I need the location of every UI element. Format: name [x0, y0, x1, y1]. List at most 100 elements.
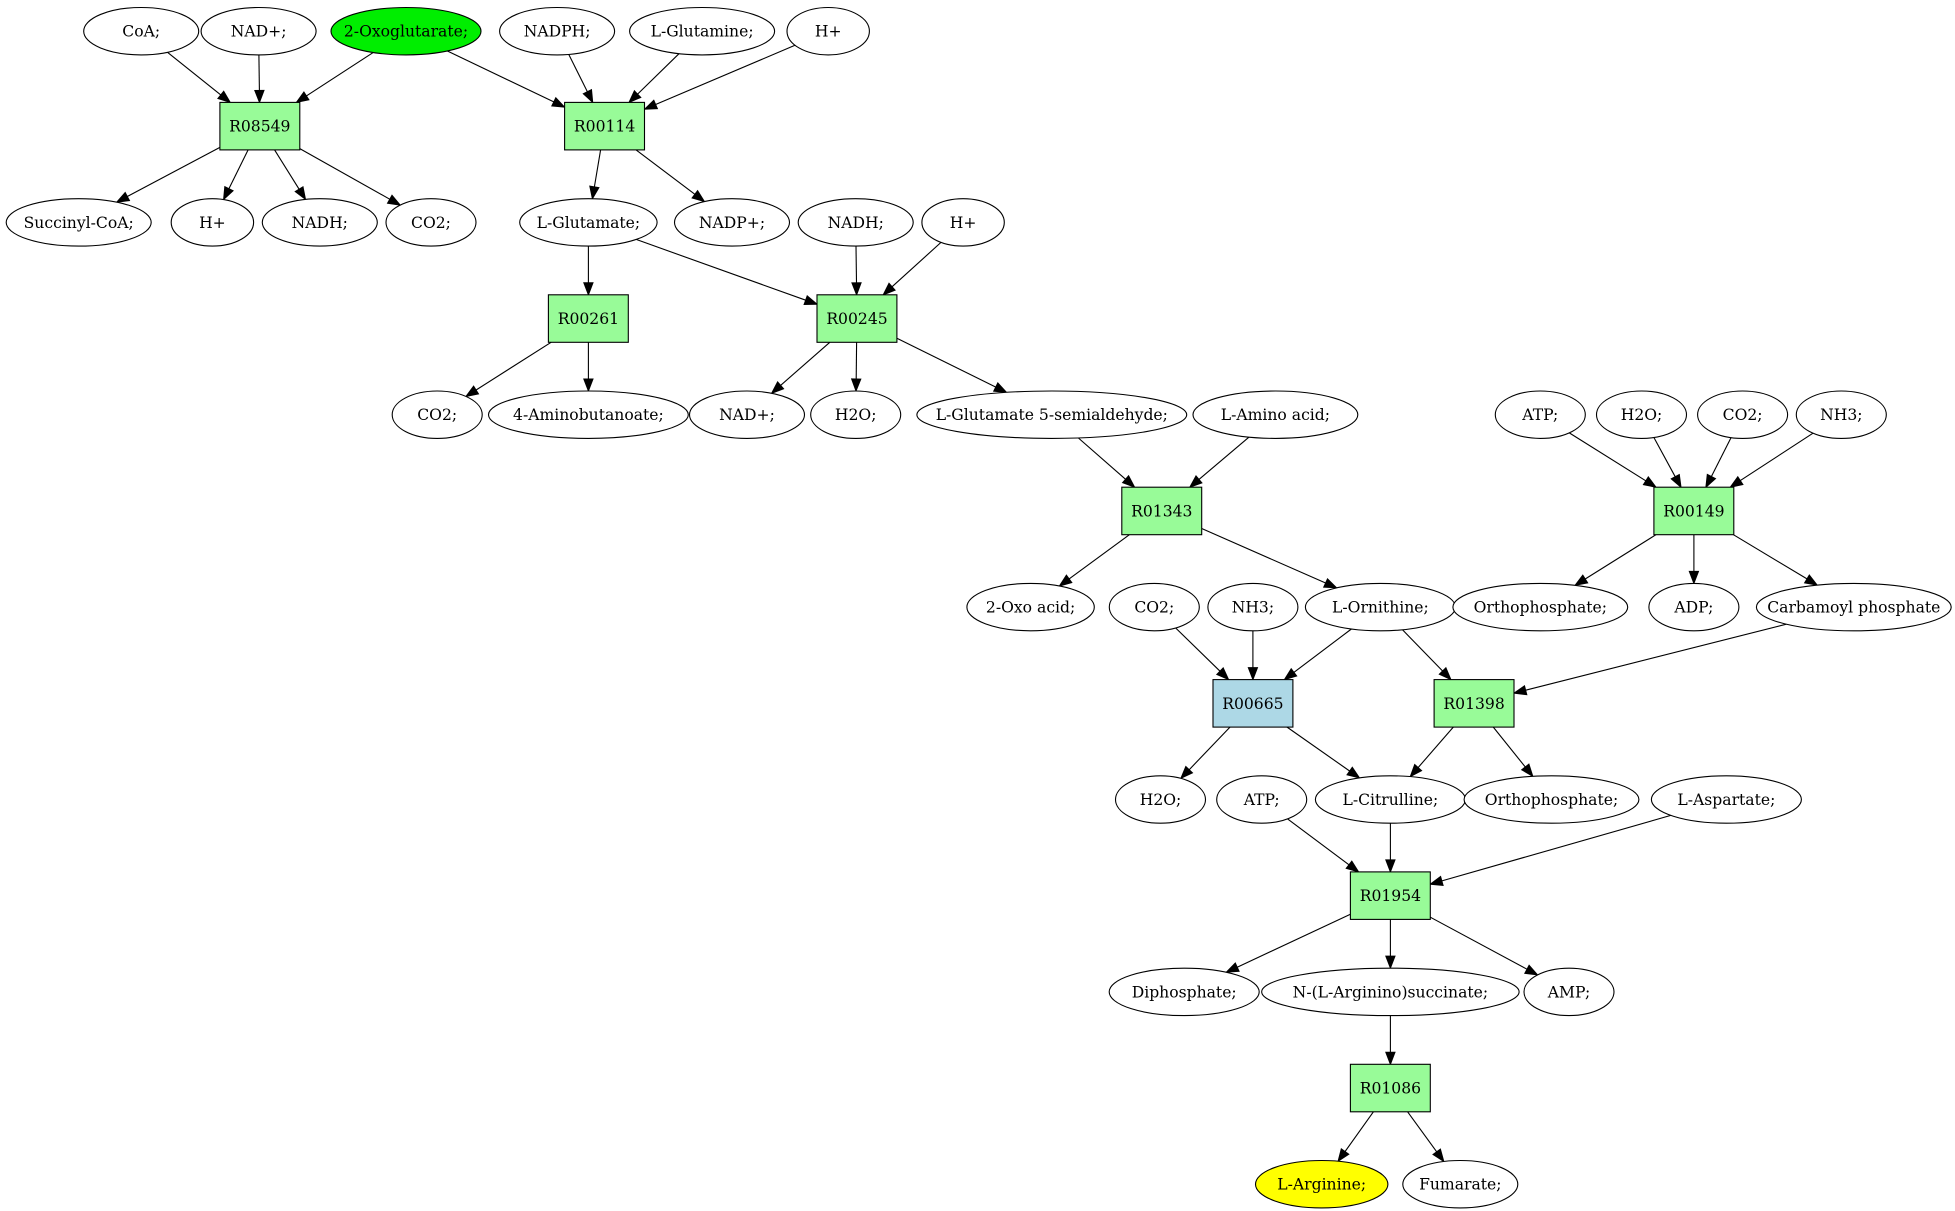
reaction-node-r00245[interactable]: R00245 — [816, 294, 898, 343]
edge-line — [1417, 726, 1454, 768]
metabolite-node-pi1[interactable]: Orthophosphate; — [1452, 582, 1629, 632]
metabolite-node-co2d[interactable]: CO2; — [1108, 582, 1200, 632]
edge-line — [891, 241, 942, 288]
metabolite-node-coa[interactable]: CoA; — [83, 6, 200, 56]
arrowhead — [1438, 666, 1452, 681]
metabolite-node-h3[interactable]: H+ — [921, 198, 1005, 247]
edge-m_co2d-r00665 — [1175, 627, 1230, 681]
edge-line — [1344, 1111, 1374, 1152]
metabolite-node-arg[interactable]: L-Arginine; — [1254, 1159, 1389, 1209]
metabolite-ellipse — [391, 390, 483, 439]
metabolite-node-nadh1[interactable]: NADH; — [261, 198, 378, 247]
metabolite-node-nad2[interactable]: NAD+; — [688, 390, 806, 439]
metabolite-node-h1[interactable]: H+ — [786, 6, 870, 56]
metabolite-node-asp[interactable]: L-Aspartate; — [1650, 775, 1802, 824]
metabolite-node-h2oc[interactable]: H2O; — [1114, 775, 1207, 824]
metabolite-node-co2c[interactable]: CO2; — [1697, 390, 1789, 439]
metabolite-node-argsucc[interactable]: N-(L-Arginino)succinate; — [1261, 967, 1520, 1017]
edge-m_carb-r01398 — [1512, 623, 1787, 696]
metabolite-node-nadph[interactable]: NADPH; — [499, 6, 616, 56]
reaction-node-r01086[interactable]: R01086 — [1349, 1063, 1431, 1113]
metabolite-ellipse — [200, 6, 317, 56]
edge-m_atp2-r01954 — [1287, 818, 1360, 873]
edge-line — [1236, 913, 1351, 968]
metabolite-node-h2[interactable]: H+ — [170, 198, 255, 247]
arrowhead — [643, 99, 659, 110]
metabolite-ellipse — [1108, 967, 1260, 1017]
arrowhead — [1520, 763, 1534, 778]
metabolite-node-co2a[interactable]: CO2; — [385, 198, 477, 247]
edge-line — [167, 51, 222, 96]
metabolite-ellipse — [1254, 1159, 1389, 1209]
metabolite-node-h2oa[interactable]: H2O; — [810, 390, 902, 439]
arrowhead — [770, 381, 785, 395]
edge-r00665-m_h2oc — [1179, 726, 1231, 780]
arrowhead — [295, 91, 310, 104]
reaction-node-r01343[interactable]: R01343 — [1121, 486, 1203, 536]
metabolite-node-nh3a[interactable]: NH3; — [1795, 390, 1887, 439]
reaction-box — [1121, 486, 1203, 536]
metabolite-node-pi2[interactable]: Orthophosphate; — [1463, 775, 1640, 824]
metabolite-label: NH3; — [1820, 406, 1862, 424]
metabolite-ellipse — [921, 198, 1005, 247]
arrowhead — [551, 96, 566, 108]
metabolite-label: 2-Oxoglutarate; — [344, 23, 468, 41]
metabolite-node-glu[interactable]: L-Glutamate; — [519, 198, 658, 247]
metabolite-label: CO2; — [417, 406, 457, 424]
metabolite-node-gsa[interactable]: L-Glutamate 5-semialdehyde; — [916, 390, 1188, 439]
edge-m_nad1-r08549 — [254, 54, 265, 104]
reaction-node-r01398[interactable]: R01398 — [1433, 679, 1515, 728]
metabolite-ellipse — [499, 6, 616, 56]
metabolite-label: L-Aspartate; — [1677, 791, 1775, 809]
reaction-box — [1349, 1063, 1431, 1113]
metabolite-node-aa[interactable]: L-Amino acid; — [1192, 390, 1359, 439]
edge-r01343-m_oxoacid — [1058, 534, 1130, 587]
metabolite-node-ppi[interactable]: Diphosphate; — [1108, 967, 1260, 1017]
metabolite-node-amp[interactable]: AMP; — [1523, 967, 1615, 1017]
metabolite-node-orn[interactable]: L-Ornithine; — [1304, 582, 1456, 632]
metabolite-node-atp2[interactable]: ATP; — [1216, 775, 1308, 824]
metabolite-node-co2b[interactable]: CO2; — [391, 390, 483, 439]
reaction-label: R01954 — [1360, 887, 1421, 905]
metabolite-node-nad1[interactable]: NAD+; — [200, 6, 317, 56]
metabolite-ellipse — [797, 198, 914, 247]
edge-r00665-m_cit — [1286, 726, 1361, 779]
metabolite-label: Fumarate; — [1419, 1176, 1501, 1194]
reaction-box — [564, 101, 646, 151]
edge-m_co2c-r00149 — [1705, 437, 1732, 489]
arrowhead — [882, 282, 896, 296]
metabolite-ellipse — [1697, 390, 1789, 439]
reaction-node-r01954[interactable]: R01954 — [1349, 871, 1431, 920]
edge-m_gln-r00114 — [627, 53, 680, 104]
metabolite-node-cit[interactable]: L-Citrulline; — [1314, 775, 1466, 824]
metabolite-node-nh3b[interactable]: NH3; — [1207, 582, 1299, 632]
metabolite-node-oxo[interactable]: 2-Oxoglutarate; — [330, 6, 482, 56]
reaction-node-r00261[interactable]: R00261 — [547, 294, 629, 343]
edge-m_glu-r00245 — [635, 238, 819, 306]
metabolite-node-adp[interactable]: ADP; — [1648, 582, 1740, 632]
metabolite-node-h2ob[interactable]: H2O; — [1595, 390, 1688, 439]
metabolite-node-atp1[interactable]: ATP; — [1494, 390, 1586, 439]
metabolite-node-nadp[interactable]: NADP+; — [673, 198, 791, 247]
edge-line — [1653, 437, 1676, 477]
metabolite-node-succoa[interactable]: Succinyl-CoA; — [5, 198, 152, 247]
reaction-node-r00665[interactable]: R00665 — [1212, 679, 1294, 728]
edge-m_asp-r01954 — [1428, 814, 1671, 886]
arrowhead — [386, 194, 402, 206]
metabolite-node-oxoacid[interactable]: 2-Oxo acid; — [966, 582, 1095, 632]
arrowhead — [115, 191, 131, 203]
metabolite-node-gln[interactable]: L-Glutamine; — [629, 6, 776, 56]
metabolite-label: ATP; — [1243, 791, 1280, 809]
metabolite-node-gaba[interactable]: 4-Aminobutanoate; — [487, 390, 689, 439]
reaction-node-r00149[interactable]: R00149 — [1653, 486, 1735, 536]
metabolite-node-nadh2[interactable]: NADH; — [797, 198, 914, 247]
edge-m_coa-r08549 — [167, 51, 232, 104]
metabolite-node-carb[interactable]: Carbamoyl phosphate — [1755, 582, 1952, 632]
metabolite-ellipse — [83, 6, 200, 56]
metabolite-ellipse — [786, 6, 870, 56]
metabolite-node-fum[interactable]: Fumarate; — [1402, 1159, 1519, 1209]
reaction-node-r08549[interactable]: R08549 — [219, 101, 301, 151]
edge-m_atp1-r00149 — [1569, 432, 1658, 488]
reaction-node-r00114[interactable]: R00114 — [564, 101, 646, 151]
